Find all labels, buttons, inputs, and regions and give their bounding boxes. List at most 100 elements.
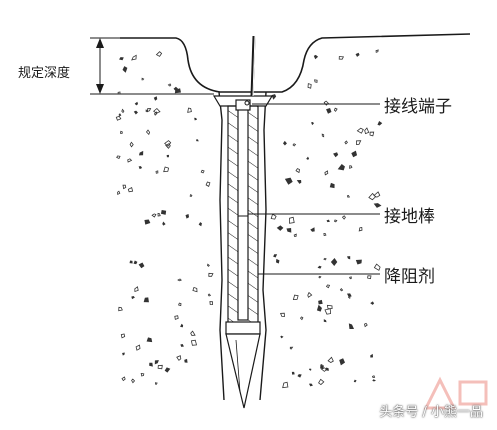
soil-particle: [327, 356, 334, 363]
soil-particle: [367, 275, 372, 280]
soil-particle: [320, 367, 328, 372]
soil-particle: [144, 219, 151, 225]
soil-particle: [120, 130, 123, 134]
soil-particle: [119, 57, 124, 61]
lead-wire: [250, 35, 256, 97]
soil-particle: [167, 83, 172, 87]
soil-particle: [270, 213, 277, 220]
soil-particle: [299, 316, 304, 321]
soil-particle: [356, 127, 364, 134]
soil-particle: [143, 297, 149, 303]
soil-particle: [292, 294, 299, 301]
soil-particle: [157, 212, 161, 217]
soil-particle: [134, 286, 139, 293]
soil-particle: [355, 259, 362, 265]
soil-particle: [122, 184, 127, 190]
soil-particle: [184, 358, 188, 363]
soil-particle: [295, 168, 300, 174]
borehole-wall-right: [259, 91, 267, 401]
soil-particle: [185, 214, 190, 219]
soil-particle: [284, 177, 293, 185]
soil-particle: [149, 362, 153, 367]
soil-particle: [323, 319, 327, 323]
soil-particle: [297, 374, 302, 378]
soil-particle: [326, 304, 333, 309]
soil-particle: [129, 260, 133, 264]
borehole-wall-left: [218, 91, 225, 401]
soil-particle: [321, 133, 325, 138]
soil-particle: [313, 54, 319, 60]
soil-particle: [323, 257, 327, 261]
soil-particle: [121, 376, 126, 382]
soil-particle: [368, 192, 377, 201]
soil-particle: [346, 195, 351, 198]
soil-particle: [330, 257, 338, 267]
soil-particle: [163, 166, 170, 173]
soil-particle: [344, 140, 348, 145]
soil-particle: [348, 323, 355, 329]
soil-particle: [208, 272, 214, 277]
soil-particle: [373, 263, 381, 271]
soil-particle: [292, 143, 297, 147]
soil-particle: [347, 256, 351, 260]
soil-particle: [356, 140, 362, 145]
soil-particle: [127, 187, 134, 193]
soil-particle: [116, 155, 121, 160]
soil-particle: [189, 193, 193, 197]
soil-particle: [373, 203, 382, 208]
soil-particle: [325, 284, 331, 289]
soil-particle: [333, 219, 338, 223]
soil-particle: [153, 96, 158, 101]
soil-particle: [133, 260, 138, 265]
grounding-rod: [237, 103, 249, 321]
soil-particle: [280, 335, 284, 339]
soil-particle: [307, 83, 312, 89]
soil-particle: [118, 306, 123, 312]
soil-particle: [166, 154, 170, 158]
soil-particle: [320, 363, 323, 367]
soil-particle: [196, 139, 199, 142]
soil-particle: [355, 52, 360, 57]
soil-particle: [154, 111, 158, 116]
soil-particle: [306, 156, 310, 160]
soil-particle: [165, 143, 171, 149]
soil-particle: [349, 276, 352, 280]
soil-particle: [329, 182, 335, 189]
soil-particle: [198, 222, 202, 227]
soil-particle: [333, 152, 339, 158]
soil-particle: [153, 107, 161, 114]
soil-particle: [154, 382, 158, 385]
soil-particle: [177, 278, 182, 282]
soil-particle: [209, 301, 214, 306]
soil-particle: [117, 190, 121, 196]
soil-particle: [134, 101, 139, 106]
soil-particles: [115, 49, 383, 389]
soil-particle: [337, 164, 345, 171]
soil-particle: [122, 352, 125, 356]
soil-particle: [194, 117, 197, 121]
soil-particle: [333, 107, 338, 112]
soil-particle: [122, 66, 128, 73]
soil-particle: [324, 308, 332, 315]
soil-particle: [146, 337, 153, 343]
watermark-text: 头条号 / 小熊一品: [379, 405, 483, 420]
soil-particle: [324, 170, 329, 176]
soil-particle: [190, 330, 196, 336]
soil-particle: [310, 227, 315, 232]
soil-particle: [131, 378, 136, 384]
soil-particle: [282, 140, 287, 146]
soil-particle: [145, 109, 149, 113]
soil-particle: [316, 304, 322, 312]
soil-particle: [317, 265, 322, 269]
rod-label: 接地棒: [384, 207, 435, 227]
soil-particle: [291, 371, 295, 375]
soil-particle: [190, 339, 198, 346]
soil-particle: [151, 213, 157, 218]
soil-particle: [311, 121, 314, 126]
soil-particle: [180, 344, 184, 347]
soil-particle: [296, 179, 302, 184]
soil-particle: [131, 54, 137, 61]
soil-particle: [371, 375, 376, 378]
soil-particle: [205, 181, 211, 187]
